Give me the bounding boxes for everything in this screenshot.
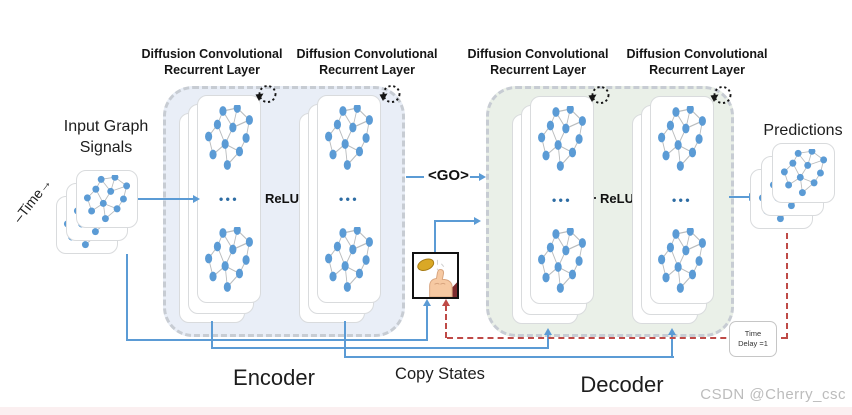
copy-states1-dec-vline (547, 334, 549, 348)
decoder-label: Decoder (580, 372, 664, 397)
copy-states2-hline (344, 356, 674, 358)
decoder-layer1-header: Diffusion Convolutional Recurrent Layer (450, 46, 626, 79)
recurrent-loop-icon (587, 84, 611, 108)
graph-icon (322, 105, 376, 171)
feedback-hline (447, 337, 787, 339)
go-left-dash (406, 176, 424, 178)
input-label-line2: Signals (79, 138, 133, 156)
encoder-layer2-card-front: ••• (317, 95, 381, 303)
feedback-coin-vline (445, 305, 447, 338)
layer-title-line1: Diffusion Convolutional (141, 47, 283, 61)
feedback-pred-vline (786, 233, 788, 339)
graph-icon (81, 175, 133, 223)
coin-input-blue-arrowhead (423, 299, 431, 306)
go-arrowhead (479, 173, 486, 181)
encoder-layer2-header: Diffusion Convolutional Recurrent Layer (279, 46, 455, 79)
layer-title-line2: Recurrent Layer (319, 63, 415, 78)
input-to-encoder-line (138, 198, 193, 200)
graph-icon (655, 106, 709, 172)
prediction-card-front (772, 143, 835, 203)
feedback-coin-arrowhead (442, 299, 450, 306)
graph-icon (655, 228, 709, 294)
decoder-layer2-card-front: ••• (650, 96, 714, 304)
encoder-label: Encoder (233, 365, 315, 390)
recurrent-loop-icon (709, 84, 733, 108)
layer-title-line2: Recurrent Layer (490, 63, 586, 78)
graph-icon (202, 227, 256, 293)
input-label-line1: Input Graph (63, 118, 149, 135)
copy-states2-dec-vline (671, 334, 673, 357)
encoder-layer1-card-front: ••• (197, 95, 261, 303)
encoder-relu-label: ReLU (265, 191, 299, 206)
layer-title-line2: Recurrent Layer (649, 63, 745, 78)
bottom-strip (0, 407, 852, 415)
ellipsis-dots: ••• (671, 193, 693, 207)
watermark: CSDN @Cherry_csc (700, 386, 846, 403)
input-graph-signals-label: Input Graph Signals (40, 117, 172, 159)
graph-icon (535, 228, 589, 294)
go-arrow-line (470, 176, 479, 178)
predictions-label: Predictions (763, 122, 843, 139)
layer-title-line1: Diffusion Convolutional (296, 47, 438, 61)
copy-states1-enc-vline (211, 321, 213, 348)
ellipsis-dots: ••• (551, 193, 573, 207)
decoder-layer2-header: Diffusion Convolutional Recurrent Layer (609, 46, 785, 79)
time-delay-box: Time Delay =1 (729, 321, 777, 357)
copy-states2-enc-vline (344, 321, 346, 357)
ellipsis-dots: ••• (218, 192, 240, 206)
recurrent-loop-icon (254, 83, 278, 107)
layer-title-line1: Diffusion Convolutional (626, 47, 768, 61)
input-bottom-hline (126, 339, 428, 341)
layer-title-line2: Recurrent Layer (164, 63, 260, 78)
decoder-relu-label: ReLU (600, 191, 634, 206)
recurrent-loop-icon (378, 83, 402, 107)
input-bottom-vline (126, 254, 128, 341)
copy-states2-arrowhead (668, 328, 676, 335)
ellipsis-dots: ••• (338, 192, 360, 206)
coin-flip-hand-icon (412, 252, 459, 299)
input-to-encoder-arrowhead (193, 195, 200, 203)
input-card-front (76, 170, 138, 228)
decoder-to-predictions-line (729, 196, 749, 198)
graph-icon (535, 106, 589, 172)
layer-title-line1: Diffusion Convolutional (467, 47, 609, 61)
coin-output-hline (434, 220, 474, 222)
graph-icon (778, 149, 830, 197)
coin-output-vline (434, 220, 436, 252)
copy-states1-hline (211, 347, 549, 349)
copy-states-label: Copy States (395, 365, 485, 383)
time-delay-line2: Delay =1 (738, 339, 768, 348)
graph-icon (202, 105, 256, 171)
decoder-layer1-card-front: ••• (530, 96, 594, 304)
time-axis-label: –Time→ (9, 174, 55, 226)
encoder-layer1-header: Diffusion Convolutional Recurrent Layer (124, 46, 300, 79)
coin-input-blue-vline (426, 305, 428, 341)
time-delay-line1: Time (744, 328, 762, 338)
graph-icon (322, 227, 376, 293)
copy-states1-arrowhead (544, 328, 552, 335)
go-token-label: <GO> (428, 167, 469, 184)
coin-output-arrowhead (474, 217, 481, 225)
